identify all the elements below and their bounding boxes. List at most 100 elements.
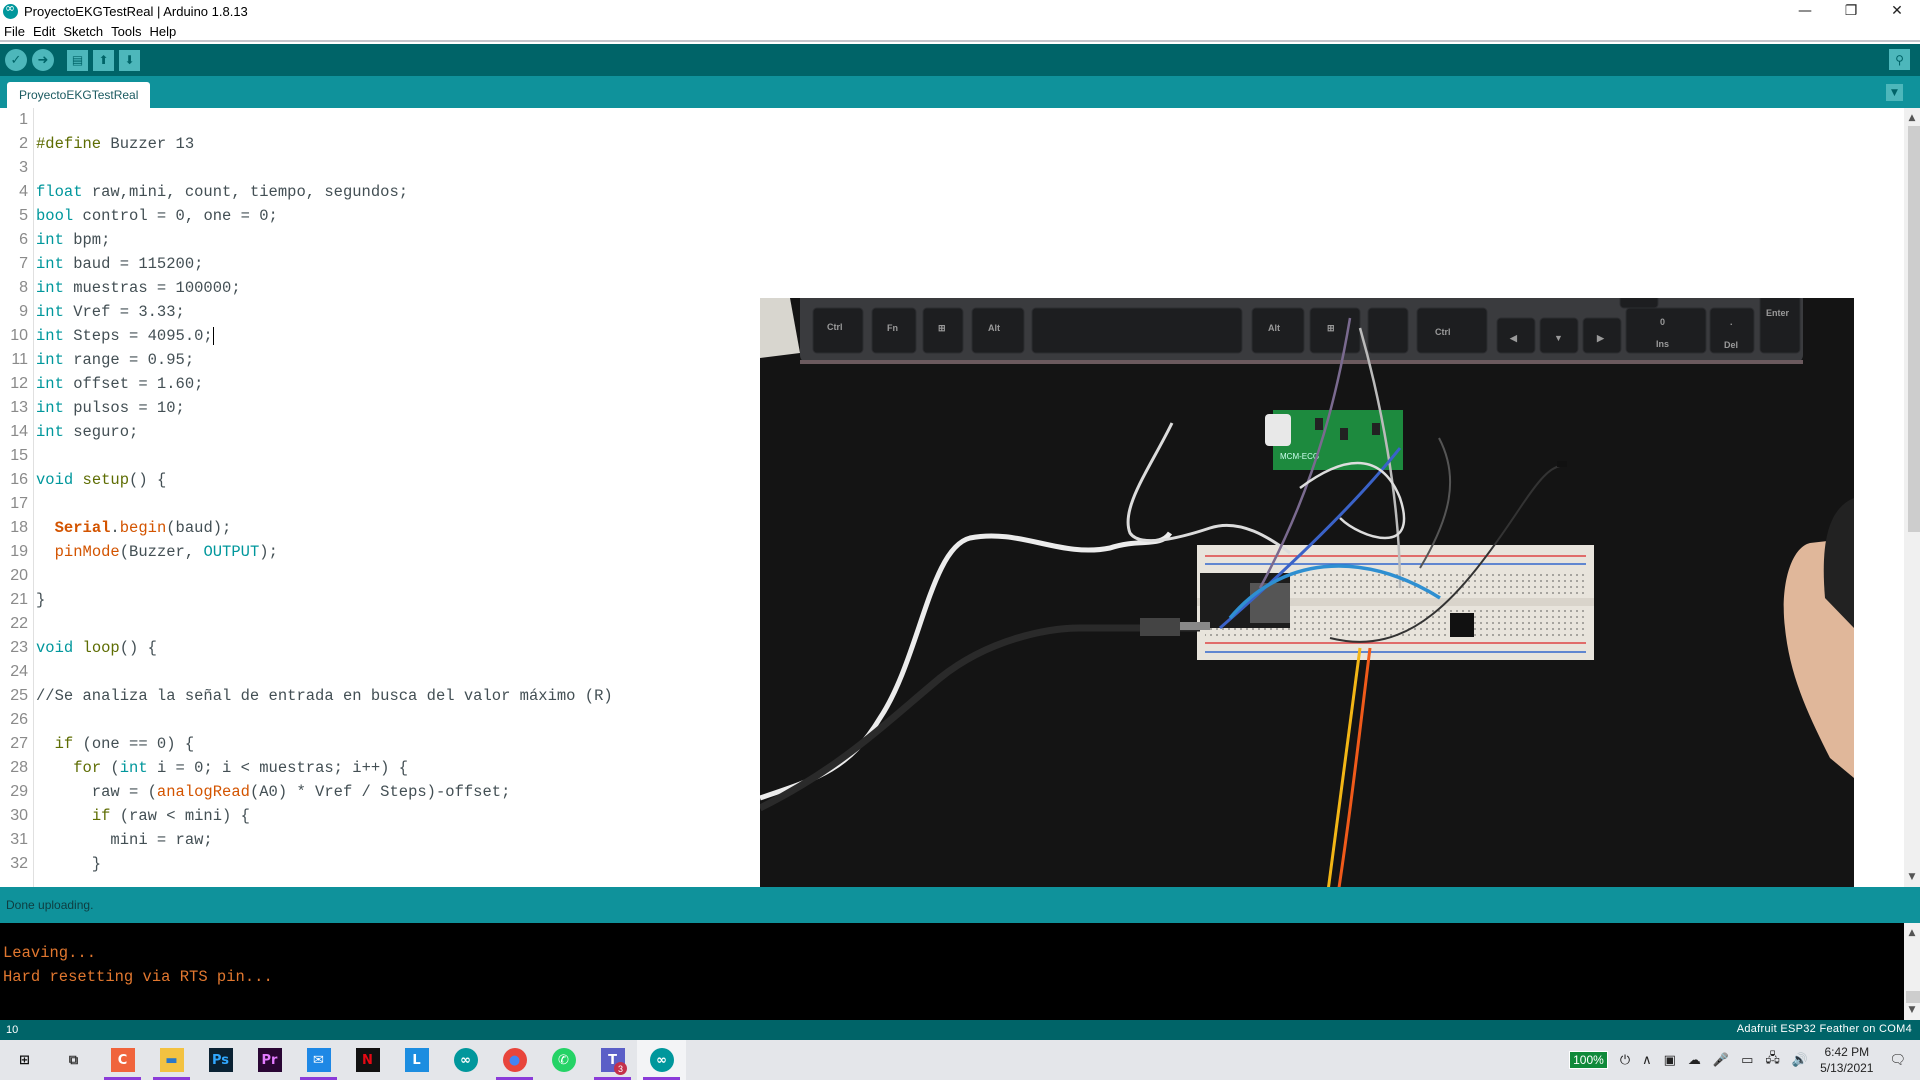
code-text: //Se analiza la señal de entrada en busc…	[36, 687, 613, 705]
verify-button[interactable]: ✓	[5, 49, 27, 71]
scroll-down-icon[interactable]: ▼	[1908, 872, 1916, 882]
line-number: 30	[10, 807, 28, 824]
battery-percentage[interactable]: 100%	[1569, 1051, 1608, 1069]
arrow-down-icon: ⬇	[124, 53, 135, 67]
taskbar-file-explorer[interactable]: ▬	[147, 1040, 196, 1080]
tab-proyectoekgtestreal[interactable]: ProyectoEKGTestReal	[7, 82, 151, 108]
code-line[interactable]: 31 mini = raw;	[0, 828, 213, 852]
window-title: ProyectoEKGTestReal | Arduino 1.8.13	[24, 3, 248, 19]
code-line[interactable]: 25 //Se analiza la señal de entrada en bu…	[0, 684, 613, 708]
menu-file[interactable]: File	[4, 23, 25, 39]
code-line[interactable]: 32 }	[0, 852, 101, 876]
camera-icon[interactable]: ▣	[1663, 1052, 1676, 1068]
code-line[interactable]: 3	[0, 156, 36, 180]
editor-scroll-thumb[interactable]	[1908, 126, 1920, 532]
line-number: 20	[10, 567, 28, 584]
console-output[interactable]: Leaving... Hard resetting via RTS pin...…	[0, 923, 1920, 1020]
taskbar-netflix[interactable]: N	[343, 1040, 392, 1080]
code-line[interactable]: 1	[0, 108, 36, 132]
taskbar-start[interactable]: ⊞	[0, 1040, 49, 1080]
code-line[interactable]: 28 for (int i = 0; i < muestras; i++) {	[0, 756, 408, 780]
scroll-up-icon[interactable]: ▲	[1908, 113, 1916, 123]
console-scroll-thumb[interactable]	[1906, 991, 1920, 1003]
toolbar: ✓ ➜ ▤ ⬆ ⬇ ⚲	[0, 44, 1920, 76]
taskbar-chrome[interactable]: ●	[490, 1040, 539, 1080]
maximize-button[interactable]: ❐	[1844, 3, 1858, 19]
code-line[interactable]: 29 raw = (analogRead(A0) * Vref / Steps)…	[0, 780, 510, 804]
menu-help[interactable]: Help	[149, 23, 177, 39]
code-line[interactable]: 17	[0, 492, 36, 516]
console-scrollbar[interactable]: ▲ ▼	[1904, 923, 1920, 1020]
volume-icon[interactable]: 🔊	[1791, 1052, 1809, 1068]
arrow-right-icon: ➜	[37, 52, 49, 68]
notifications-icon[interactable]: 🗨	[1889, 1052, 1906, 1068]
taskbar-mail[interactable]: ✉	[294, 1040, 343, 1080]
code-line[interactable]: 20	[0, 564, 36, 588]
battery-icon[interactable]: ▭	[1741, 1052, 1754, 1068]
arrow-up-icon: ⬆	[98, 53, 109, 67]
scroll-down-icon[interactable]: ▼	[1908, 1005, 1916, 1015]
code-text: if (one == 0) {	[54, 735, 195, 753]
editor-scrollbar[interactable]: ▲ ▼	[1904, 108, 1920, 887]
menu-tools[interactable]: Tools	[111, 23, 142, 39]
new-sketch-button[interactable]: ▤	[67, 49, 88, 71]
clock-date: 5/13/2021	[1820, 1061, 1874, 1075]
code-line[interactable]: 2#define Buzzer 13	[0, 132, 194, 156]
network-icon[interactable]: 🖧	[1765, 1051, 1780, 1066]
taskbar-camtasia[interactable]: C	[98, 1040, 147, 1080]
menu-sketch[interactable]: Sketch	[63, 23, 104, 39]
upload-button[interactable]: ➜	[32, 49, 54, 71]
code-line[interactable]: 21}	[0, 588, 45, 612]
taskbar-premiere[interactable]: Pr	[245, 1040, 294, 1080]
code-line[interactable]: 19 pinMode(Buzzer, OUTPUT);	[0, 540, 278, 564]
line-number: 25	[10, 687, 28, 704]
serial-monitor-button[interactable]: ⚲	[1889, 49, 1910, 70]
svg-text:MCM-ECG: MCM-ECG	[1280, 452, 1319, 461]
taskbar-lumi[interactable]: L	[392, 1040, 441, 1080]
code-line[interactable]: 15	[0, 444, 36, 468]
close-button[interactable]: ✕	[1891, 3, 1903, 19]
code-text: for (int i = 0; i < muestras; i++) {	[73, 759, 409, 777]
taskbar-photoshop[interactable]: Ps	[196, 1040, 245, 1080]
code-text: int bpm;	[36, 231, 111, 249]
taskbar-arduino-ide[interactable]: ∞	[441, 1040, 490, 1080]
code-line[interactable]: 27 if (one == 0) {	[0, 732, 194, 756]
taskbar-task-view[interactable]: ⧉	[49, 1040, 98, 1080]
code-line[interactable]: 30 if (raw < mini) {	[0, 804, 250, 828]
tab-menu-button[interactable]: ▼	[1886, 84, 1903, 101]
line-number: 18	[10, 519, 28, 536]
minimize-button[interactable]: —	[1798, 3, 1812, 19]
power-plug-icon[interactable]: ⏻	[1619, 1052, 1631, 1068]
code-line[interactable]: 24	[0, 660, 36, 684]
open-button[interactable]: ⬆	[93, 49, 114, 71]
code-line[interactable]: 18 Serial.begin(baud);	[0, 516, 231, 540]
code-line[interactable]: 26	[0, 708, 36, 732]
menu-edit[interactable]: Edit	[32, 23, 56, 39]
code-line[interactable]: 22	[0, 612, 36, 636]
scroll-up-icon[interactable]: ▲	[1908, 928, 1916, 938]
clock[interactable]: 6:42 PM 5/13/2021	[1820, 1044, 1873, 1076]
chevron-up-icon[interactable]: ∧	[1642, 1052, 1652, 1068]
start-icon: ⊞	[19, 1052, 30, 1068]
save-button[interactable]: ⬇	[119, 49, 140, 71]
cloud-icon[interactable]: ☁	[1687, 1052, 1701, 1068]
taskbar-whatsapp[interactable]: ✆	[539, 1040, 588, 1080]
microphone-icon[interactable]: 🎤	[1712, 1052, 1730, 1068]
taskbar-arduino-active[interactable]: ∞	[637, 1040, 686, 1080]
